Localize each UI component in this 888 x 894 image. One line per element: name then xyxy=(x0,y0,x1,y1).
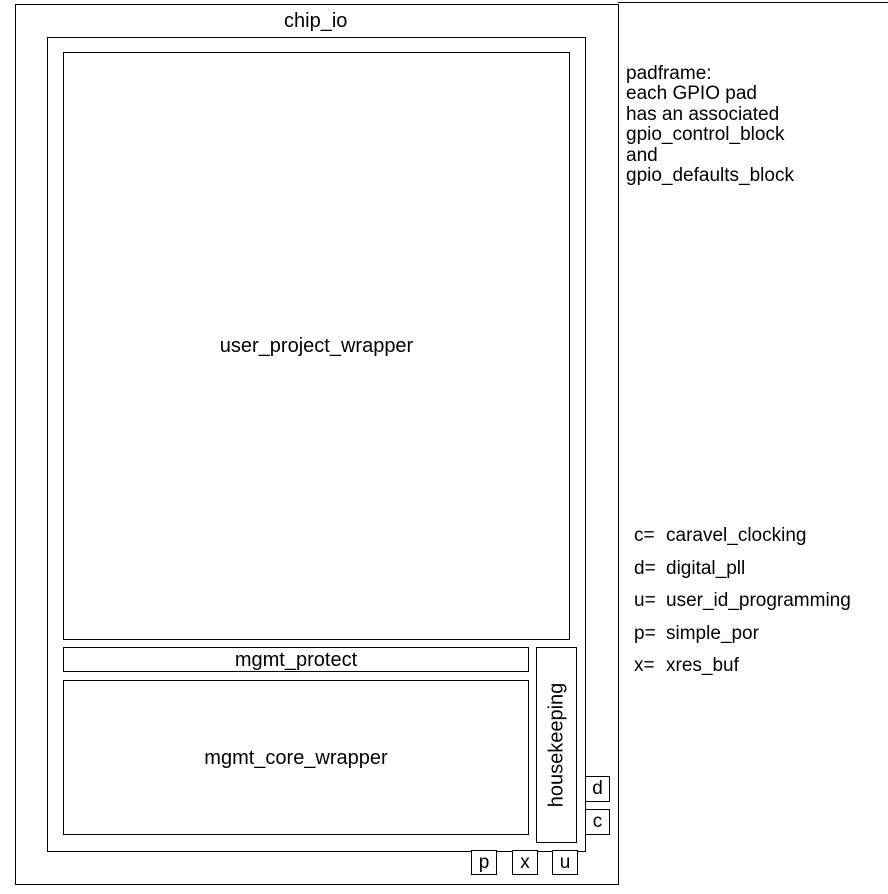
legend-key: x= xyxy=(634,655,655,677)
legend-key: d= xyxy=(634,557,656,579)
legend-value: xres_buf xyxy=(666,655,739,677)
simple-por-label: p xyxy=(478,851,490,873)
legend-value: user_id_programming xyxy=(666,590,851,612)
legend-key: p= xyxy=(634,622,656,644)
padframe-note-line: padframe: xyxy=(626,63,712,84)
mgmt-protect-block: mgmt_protect xyxy=(63,647,529,672)
padframe-note: padframe: each GPIO pad has an associate… xyxy=(626,63,794,187)
padframe-note-line: has an associated xyxy=(626,103,780,125)
user-id-programming-label: u xyxy=(559,851,571,873)
legend-value: digital_pll xyxy=(666,557,746,579)
user-project-wrapper-block: user_project_wrapper xyxy=(63,52,570,640)
legend-item: p= simple_por xyxy=(634,622,851,655)
padframe-note-line: gpio_control_block xyxy=(626,124,785,146)
caravel-clocking-block: c xyxy=(585,809,610,835)
digital-pll-block: d xyxy=(585,776,610,802)
legend-item: u= user_id_programming xyxy=(634,589,851,622)
padframe-note-line: each GPIO pad xyxy=(626,83,757,105)
digital-pll-label: d xyxy=(592,778,603,799)
legend: c= caravel_clocking d= digital_pll u= user_… xyxy=(634,524,851,687)
user-project-wrapper-label: user_project_wrapper xyxy=(219,335,414,357)
padframe-note-line: and xyxy=(626,144,658,166)
padframe-note-line: gpio_defaults_block xyxy=(626,165,794,187)
chip-io-label: chip_io xyxy=(284,10,348,32)
legend-item: d= digital_pll xyxy=(634,557,851,590)
legend-item: x= xres_buf xyxy=(634,654,851,687)
housekeeping-label: housekeeping xyxy=(545,682,568,808)
housekeeping-block: housekeeping xyxy=(536,647,577,843)
legend-value: simple_por xyxy=(666,622,759,644)
legend-key: u= xyxy=(634,590,656,612)
caravel-clocking-label: c xyxy=(592,811,603,832)
user-id-programming-block: u xyxy=(552,850,578,875)
xres-buf-label: x xyxy=(520,851,530,873)
simple-por-block: p xyxy=(471,850,497,875)
mgmt-core-wrapper-block: mgmt_core_wrapper xyxy=(63,680,529,835)
legend-value: caravel_clocking xyxy=(666,525,807,546)
legend-item: c= caravel_clocking xyxy=(634,524,851,557)
mgmt-protect-label: mgmt_protect xyxy=(234,648,358,671)
legend-key: c= xyxy=(634,525,655,546)
top-edge-line xyxy=(618,2,888,3)
xres-buf-block: x xyxy=(512,850,538,875)
mgmt-core-wrapper-label: mgmt_core_wrapper xyxy=(204,746,388,769)
